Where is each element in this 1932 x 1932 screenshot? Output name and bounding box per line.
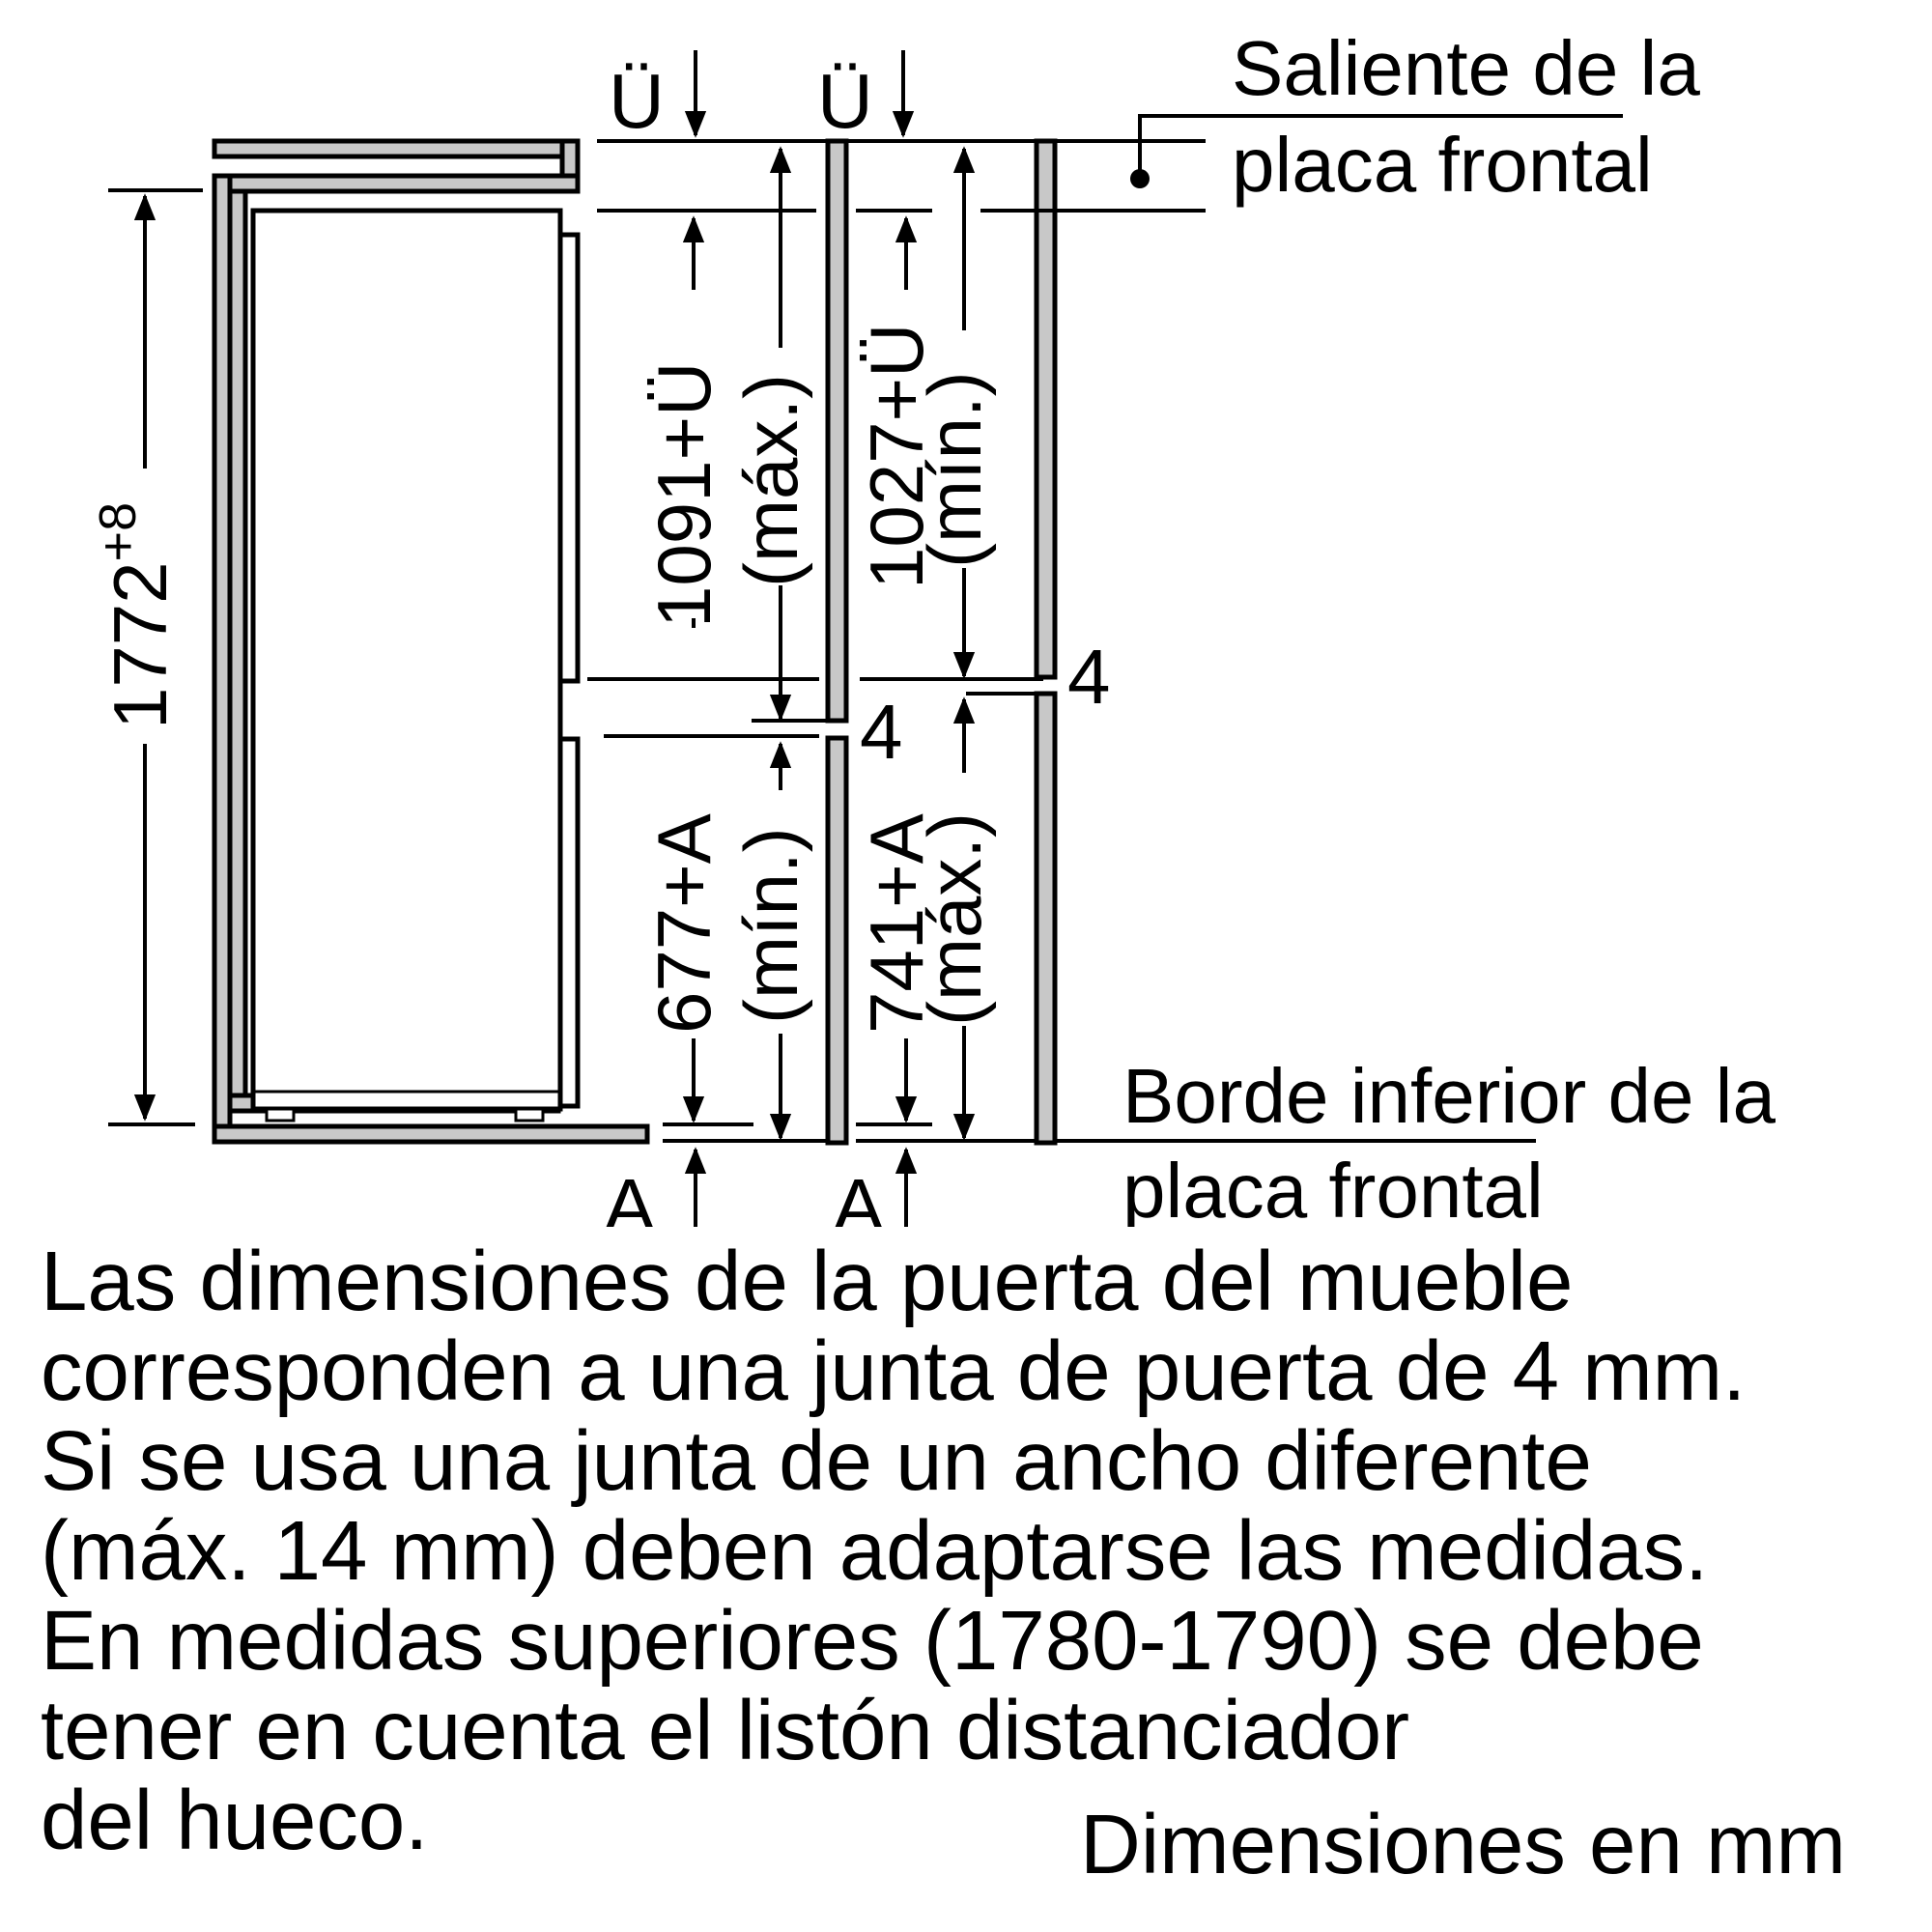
total-height-tolerance: +8 — [89, 502, 147, 562]
dimension-lower-right: 741+A (máx.) A — [833, 696, 997, 1227]
note-line: Si se usa una junta de un ancho diferent… — [41, 1414, 1592, 1508]
bottom-a-label-right: A — [833, 1163, 885, 1227]
note-line: tener en cuenta el listón distanciador — [41, 1684, 1410, 1777]
top-edge-note-line1: Saliente de la — [1232, 25, 1700, 111]
furniture-door-right — [1034, 138, 1058, 1146]
gap-label-left: 4 — [860, 689, 903, 775]
lower-right-qualifier: (máx.) — [912, 812, 997, 1026]
lower-right-value: 741+A — [854, 813, 939, 1034]
reference-lines — [108, 139, 1536, 1143]
note-line: Las dimensiones de la puerta del mueble — [41, 1235, 1574, 1328]
dimension-total-height: 1772+8 — [89, 193, 183, 1122]
upper-left-qualifier: (máx.) — [728, 374, 813, 587]
leader-dot — [1130, 169, 1150, 188]
overhang-label-right: Ü — [817, 58, 873, 144]
furniture-door-left — [825, 138, 849, 1146]
lower-left-qualifier: (mín.) — [728, 827, 813, 1024]
appliance-body — [250, 208, 563, 1122]
installation-diagram: 1772+8 Ü Ü 1091+Ü (máx.) 1027+Ü (mín.) 6… — [89, 25, 1776, 1227]
installation-notes: Las dimensiones de la puerta del mueble … — [41, 1236, 1915, 1865]
note-line: (máx. 14 mm) deben adaptarse las medidas… — [41, 1504, 1709, 1598]
bottom-a-label-left: A — [604, 1163, 656, 1227]
note-line: corresponden a una junta de puerta de 4 … — [41, 1324, 1747, 1418]
lower-left-value: 677+A — [641, 813, 726, 1034]
niche-outline — [212, 138, 650, 1145]
appliance-doors — [557, 232, 581, 1109]
bottom-edge-note-line2: placa frontal — [1122, 1148, 1544, 1227]
upper-right-value: 1027+Ü — [854, 324, 939, 589]
overhang-markers: Ü Ü — [609, 50, 915, 144]
dimension-lower-left: 677+A (mín.) A — [604, 741, 813, 1227]
svg-text:1772+8: 1772+8 — [89, 502, 183, 729]
bottom-edge-note-line1: Borde inferior de la — [1122, 1053, 1776, 1139]
total-height-value: 1772 — [98, 561, 183, 729]
note-line: del hueco. — [41, 1774, 429, 1867]
top-edge-note: Saliente de la placa frontal — [1130, 25, 1700, 208]
dimension-upper-left: 1091+Ü (máx.) — [641, 146, 813, 722]
note-line: En medidas superiores (1780-1790) se deb… — [41, 1594, 1704, 1688]
overhang-label-left: Ü — [609, 58, 665, 144]
top-edge-note-line2: placa frontal — [1232, 122, 1653, 208]
upper-left-value: 1091+Ü — [641, 362, 726, 628]
upper-right-qualifier: (mín.) — [912, 371, 997, 568]
units-note: Dimensiones en mm — [1080, 1798, 1846, 1891]
bottom-edge-note: Borde inferior de la placa frontal — [1122, 1053, 1776, 1227]
gap-label-right: 4 — [1067, 634, 1111, 720]
dimension-upper-right: 1027+Ü (mín.) — [854, 146, 997, 679]
